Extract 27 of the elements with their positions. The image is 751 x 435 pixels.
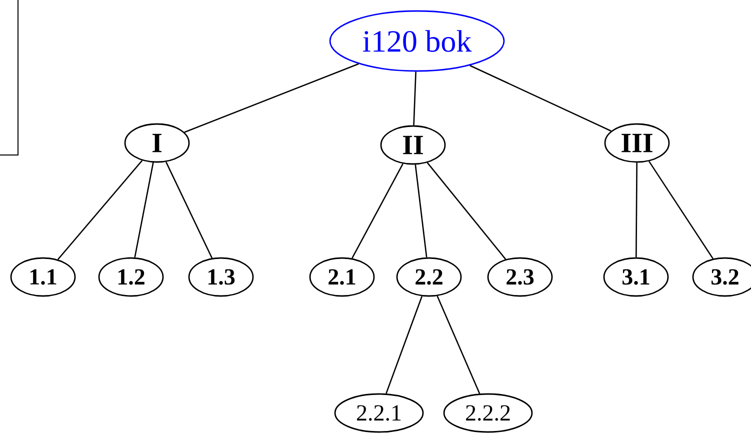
tree-node: 2.1 xyxy=(309,257,375,297)
tree-edge xyxy=(57,160,143,260)
tree-edge xyxy=(636,162,638,258)
tree-edge xyxy=(352,163,404,259)
tree-edge xyxy=(134,162,154,258)
tree-edge xyxy=(470,64,612,132)
tree-edge xyxy=(386,296,423,394)
tree-node: 2.2.2 xyxy=(443,393,533,433)
tree-node: 2.2.1 xyxy=(334,393,424,433)
tree-node: i120 bok xyxy=(329,10,505,72)
tree-node: III xyxy=(604,123,670,163)
tree-edge xyxy=(648,160,714,260)
tree-node: 3.2 xyxy=(692,257,751,297)
tree-node: 3.1 xyxy=(603,257,669,297)
tree-edge xyxy=(184,63,359,133)
tree-edge xyxy=(413,72,416,126)
tree-node: 1.3 xyxy=(188,257,254,297)
tree-node: 2.2 xyxy=(396,257,462,297)
tree-node: I xyxy=(124,123,190,163)
tree-node: 1.2 xyxy=(98,257,164,297)
tree-node: 1.1 xyxy=(10,257,76,297)
tree-edge xyxy=(414,164,428,258)
tree-edge xyxy=(436,296,480,394)
tree-edge xyxy=(165,162,213,258)
tree-edge xyxy=(426,162,506,260)
tree-node: II xyxy=(380,125,446,165)
tree-node: 2.3 xyxy=(487,257,553,297)
